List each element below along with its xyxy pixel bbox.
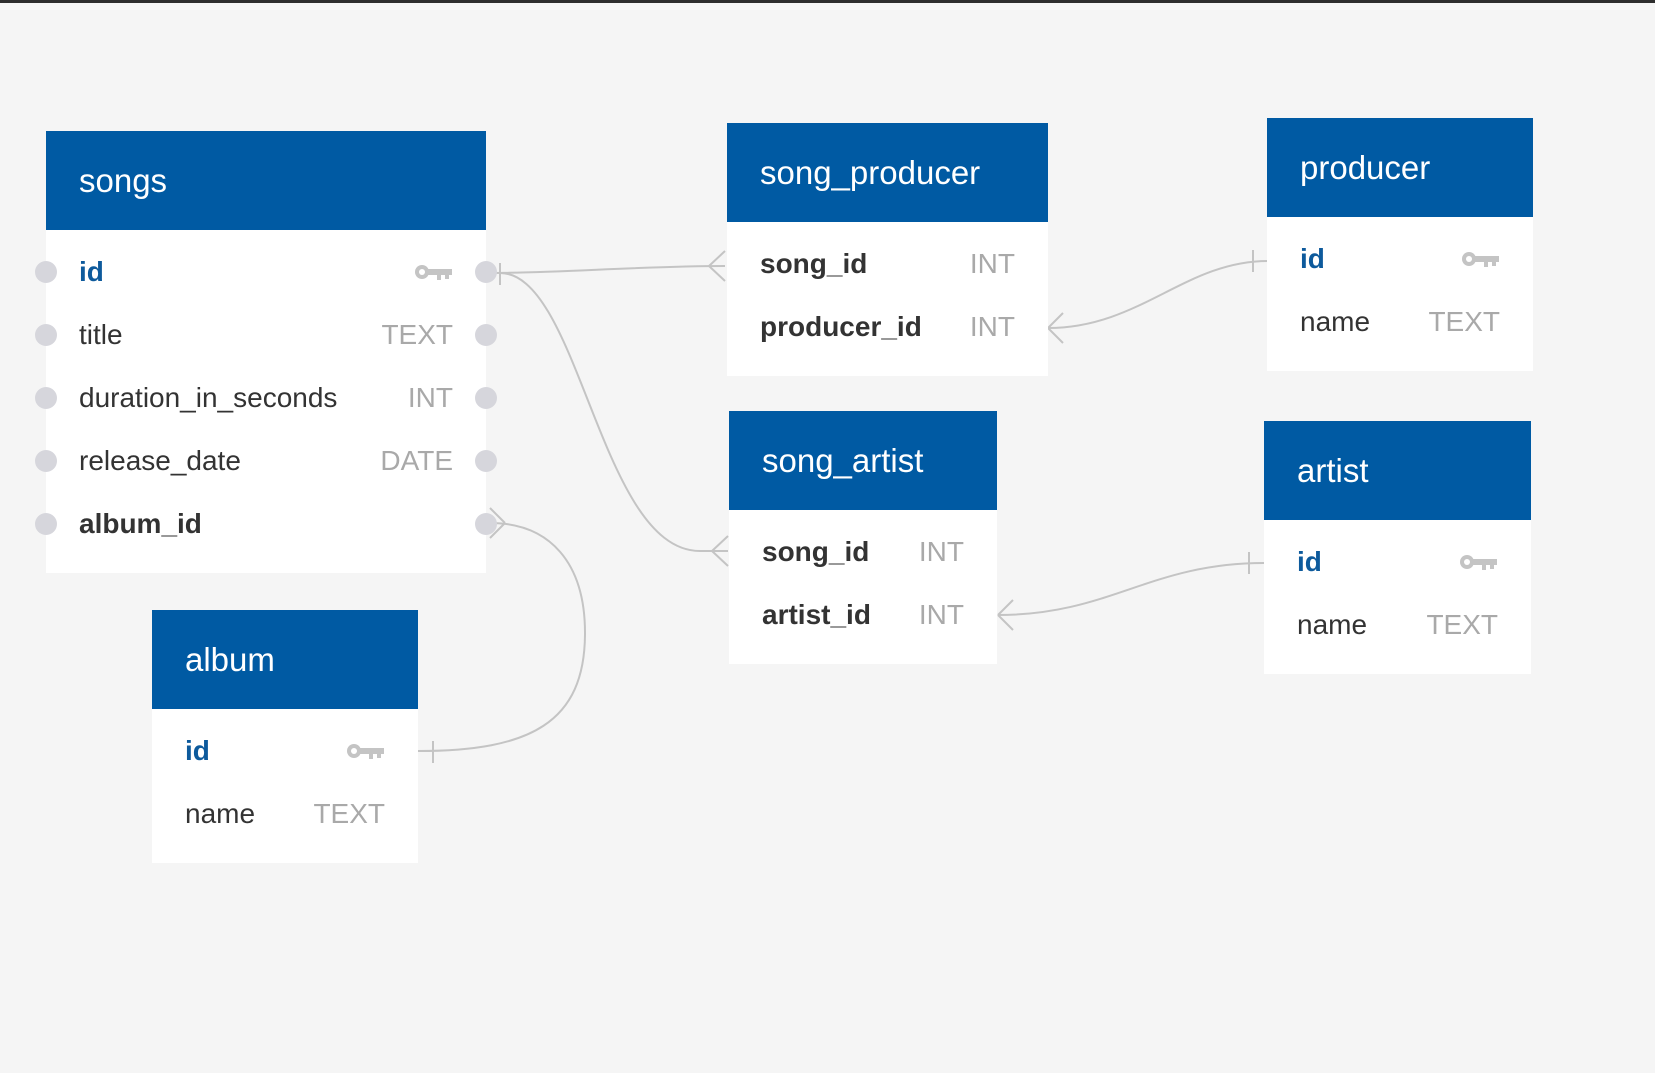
- column-name: song_id: [762, 536, 870, 567]
- connection-handle[interactable]: [35, 387, 57, 409]
- column-type: DATE: [380, 445, 453, 476]
- column-type: TEXT: [313, 798, 385, 829]
- table-title[interactable]: producer: [1267, 118, 1533, 217]
- top-border: [0, 0, 1655, 3]
- column-name: title: [79, 319, 123, 350]
- table-artist[interactable]: artist id name TEXT: [1264, 421, 1531, 674]
- column-row-album-id[interactable]: album_id: [35, 492, 497, 555]
- column-name: id: [1300, 243, 1325, 274]
- key-icon: [415, 265, 452, 280]
- key-icon: [1462, 252, 1499, 267]
- column-row-name[interactable]: name TEXT: [152, 782, 418, 845]
- connection-handle[interactable]: [35, 450, 57, 472]
- table-title[interactable]: songs: [46, 131, 486, 230]
- column-row-id[interactable]: id: [152, 719, 418, 782]
- column-name: name: [185, 798, 256, 829]
- column-type: TEXT: [381, 319, 453, 350]
- column-row-id[interactable]: id: [1267, 227, 1533, 290]
- column-name: name: [1300, 306, 1371, 337]
- key-icon: [1460, 555, 1497, 570]
- connector-songs-song-artist: [499, 272, 729, 567]
- connection-handle[interactable]: [35, 324, 57, 346]
- column-row-id[interactable]: id: [35, 240, 497, 303]
- connector-songs-song-producer: [486, 250, 726, 285]
- column-row-producer-id[interactable]: producer_id INT: [727, 295, 1048, 358]
- connection-handle[interactable]: [475, 387, 497, 409]
- table-producer[interactable]: producer id name TEXT: [1267, 118, 1533, 371]
- column-row-song-id[interactable]: song_id INT: [729, 520, 997, 583]
- connection-handle[interactable]: [475, 261, 497, 283]
- connection-handle[interactable]: [475, 324, 497, 346]
- connector-producer-song-producer: [1047, 250, 1269, 344]
- connector-artist-song-artist: [997, 552, 1265, 631]
- column-type: INT: [407, 382, 453, 413]
- column-name: artist_id: [762, 599, 871, 630]
- column-type: INT: [918, 599, 964, 630]
- column-name: id: [185, 735, 210, 766]
- column-type: TEXT: [1426, 609, 1498, 640]
- connection-handle[interactable]: [35, 261, 57, 283]
- diagram-canvas[interactable]: songs id title TEXT duration_in_seconds …: [0, 3, 1655, 1070]
- column-row-name[interactable]: name TEXT: [1267, 290, 1533, 353]
- connection-handle[interactable]: [475, 513, 497, 535]
- column-type: TEXT: [1428, 306, 1500, 337]
- key-icon: [347, 744, 384, 759]
- column-row-release-date[interactable]: release_date DATE: [35, 429, 497, 492]
- column-name: release_date: [79, 445, 241, 476]
- table-title[interactable]: album: [152, 610, 418, 709]
- column-row-artist-id[interactable]: artist_id INT: [729, 583, 997, 646]
- column-row-name[interactable]: name TEXT: [1264, 593, 1531, 656]
- column-type: INT: [969, 248, 1015, 279]
- column-row-id[interactable]: id: [1264, 530, 1531, 593]
- table-song-producer[interactable]: song_producer song_id INT producer_id IN…: [727, 123, 1048, 376]
- column-name: producer_id: [760, 311, 922, 342]
- column-row-duration-in-seconds[interactable]: duration_in_seconds INT: [35, 366, 497, 429]
- column-name: duration_in_seconds: [79, 382, 338, 413]
- column-name: id: [1297, 546, 1322, 577]
- table-songs[interactable]: songs id title TEXT duration_in_seconds …: [35, 131, 497, 573]
- table-album[interactable]: album id name TEXT: [152, 610, 418, 863]
- column-name: id: [79, 256, 104, 287]
- connection-handle[interactable]: [35, 513, 57, 535]
- column-type: INT: [969, 311, 1015, 342]
- column-row-title[interactable]: title TEXT: [35, 303, 497, 366]
- table-title[interactable]: song_artist: [729, 411, 997, 510]
- column-name: album_id: [79, 508, 202, 539]
- table-title[interactable]: artist: [1264, 421, 1531, 520]
- table-title[interactable]: song_producer: [727, 123, 1048, 222]
- column-name: name: [1297, 609, 1368, 640]
- table-song-artist[interactable]: song_artist song_id INT artist_id INT: [729, 411, 997, 664]
- column-row-song-id[interactable]: song_id INT: [727, 232, 1048, 295]
- column-name: song_id: [760, 248, 868, 279]
- connection-handle[interactable]: [475, 450, 497, 472]
- column-type: INT: [918, 536, 964, 567]
